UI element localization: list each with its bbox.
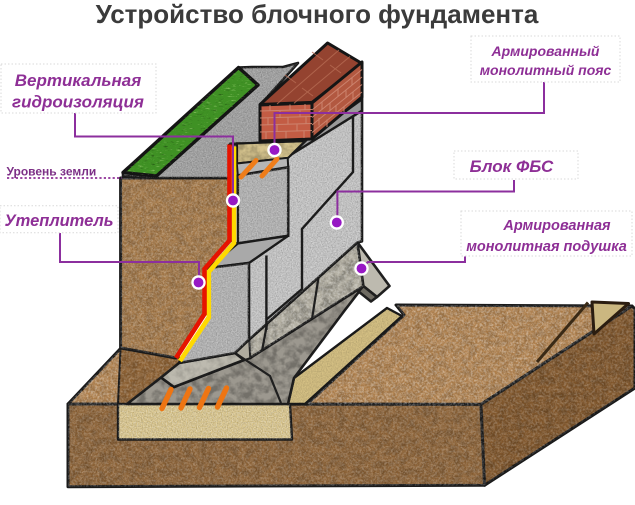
svg-text:Устройство блочного фундамента: Устройство блочного фундамента: [96, 0, 539, 29]
svg-text:Армированный: Армированный: [491, 43, 600, 59]
svg-text:Армированная: Армированная: [502, 218, 611, 234]
svg-text:Вертикальная: Вертикальная: [15, 71, 142, 90]
svg-text:Утеплитель: Утеплитель: [4, 212, 113, 230]
svg-text:гидроизоляция: гидроизоляция: [12, 93, 144, 112]
svg-text:Блок ФБС: Блок ФБС: [470, 157, 554, 176]
svg-text:монолитная подушка: монолитная подушка: [466, 239, 627, 255]
svg-text:монолитный пояс: монолитный пояс: [480, 62, 612, 78]
svg-text:Уровень земли: Уровень земли: [7, 165, 97, 179]
